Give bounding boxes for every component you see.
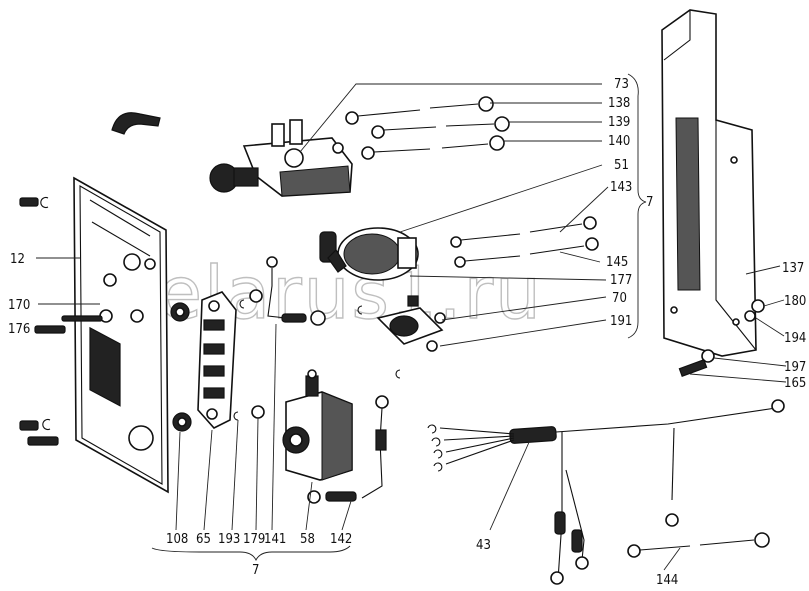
terminal-block-icon <box>197 291 237 429</box>
watermark-text: belarus1.ru <box>110 251 543 335</box>
bracket-icon <box>661 9 757 357</box>
wiring-harness-icon <box>427 399 785 585</box>
connector-rod-icon <box>450 216 599 268</box>
callout-138: 138 <box>608 96 630 111</box>
relay-icon <box>357 295 446 379</box>
callout-7-bottom: 7 <box>252 563 259 578</box>
callout-12: 12 <box>10 252 25 267</box>
callout-170: 170 <box>8 298 30 313</box>
connector-rod-icon <box>627 532 770 558</box>
callout-73: 73 <box>614 77 629 92</box>
callout-70: 70 <box>612 291 627 306</box>
callout-108: 108 <box>166 532 188 547</box>
leader-lines <box>36 73 787 571</box>
callout-197: 197 <box>784 360 806 375</box>
hose-elbow-icon <box>111 112 161 135</box>
callout-165: 165 <box>784 376 806 391</box>
callout-43: 43 <box>476 538 491 553</box>
callout-51: 51 <box>614 158 629 173</box>
callout-145: 145 <box>606 255 628 270</box>
callout-191: 191 <box>610 314 632 329</box>
nut-icon <box>170 289 265 432</box>
callout-144: 144 <box>656 573 678 588</box>
callout-labels: 12 170 176 73 138 139 140 51 143 7 145 1… <box>8 77 806 588</box>
lead-wire-icon <box>307 395 389 504</box>
callout-143: 143 <box>610 180 632 195</box>
callout-193: 193 <box>218 532 240 547</box>
callout-139: 139 <box>608 115 630 130</box>
callout-142: 142 <box>330 532 352 547</box>
callout-180: 180 <box>784 294 806 309</box>
callout-176: 176 <box>8 322 30 337</box>
lead-wire-icon <box>266 256 326 326</box>
callout-177: 177 <box>610 273 632 288</box>
callout-179: 179 <box>243 532 265 547</box>
callout-65: 65 <box>196 532 211 547</box>
callout-137: 137 <box>782 261 804 276</box>
connector-rod-icon <box>345 96 510 160</box>
switch-box-icon <box>282 369 353 481</box>
mounting-plate-icon <box>73 176 169 494</box>
callout-140: 140 <box>608 134 630 149</box>
callout-194: 194 <box>784 331 806 346</box>
starter-switch-icon <box>319 227 419 281</box>
callout-141: 141 <box>264 532 286 547</box>
nut-icon <box>678 299 765 377</box>
switch-icon <box>209 119 353 197</box>
callout-7-right: 7 <box>646 195 653 210</box>
callout-58: 58 <box>300 532 315 547</box>
